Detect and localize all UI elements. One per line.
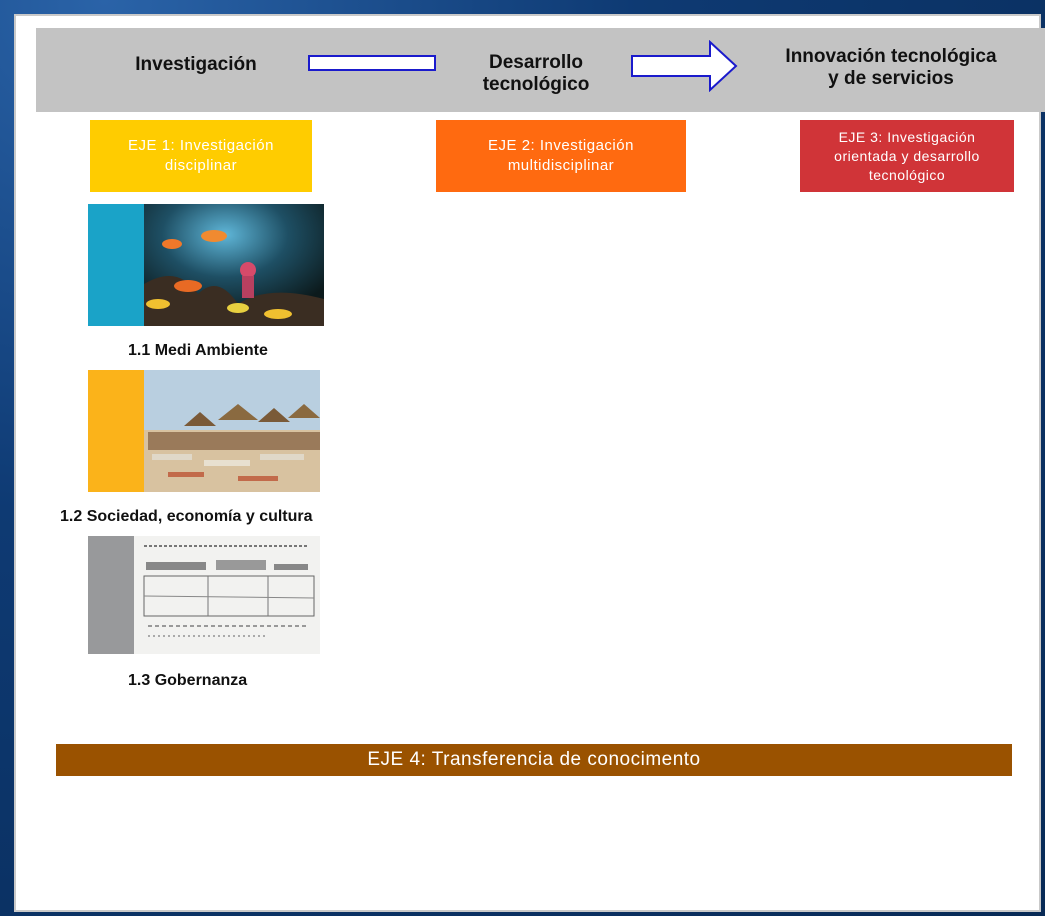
section-2-caption: 1.2 Sociedad, economía y cultura <box>60 508 313 525</box>
eje2-line1: EJE 2: Investigación <box>488 137 634 154</box>
eje1-box: EJE 1: Investigación disciplinar <box>90 120 312 192</box>
medi-ambiente-image <box>88 204 324 326</box>
eje3-line1: EJE 3: Investigación <box>838 128 976 145</box>
stage-desarrollo-line1: Desarrollo <box>489 52 583 73</box>
eje3-box: EJE 3: Investigación orientada y desarro… <box>800 120 1014 192</box>
eje2-box: EJE 2: Investigación multidisciplinar <box>436 120 686 192</box>
stage-innovacion-line2: y de servicios <box>828 68 954 89</box>
stage-investigacion-label: Investigación <box>135 54 257 75</box>
stage-investigacion: Investigación <box>96 54 296 76</box>
stage-innovacion-line1: Innovación tecnológica <box>785 46 997 67</box>
eje1-line2: disciplinar <box>164 157 238 174</box>
stages-bar <box>36 28 1045 112</box>
arrow-2-icon <box>631 40 738 92</box>
stage-innovacion: Innovación tecnológica y de servicios <box>746 46 1036 90</box>
eje1-line1: EJE 1: Investigación <box>128 137 274 154</box>
diagram-frame: Investigación Desarrollo tecnológico Inn… <box>14 14 1045 912</box>
eje4-label: EJE 4: Transferencia de conocimento <box>367 749 701 770</box>
eje4-bar: EJE 4: Transferencia de conocimento <box>56 744 1012 776</box>
arrow-1-icon <box>308 55 436 71</box>
stage-desarrollo-line2: tecnológico <box>482 74 590 95</box>
sociedad-image <box>88 370 320 492</box>
eje3-line3: tecnológico <box>868 166 946 183</box>
section-1-caption: 1.1 Medi Ambiente <box>128 342 268 359</box>
gobernanza-image <box>88 536 320 654</box>
stage-desarrollo: Desarrollo tecnológico <box>446 52 626 96</box>
section-3-caption: 1.3 Gobernanza <box>128 672 248 689</box>
eje3-line2: orientada y desarrollo <box>834 147 980 164</box>
eje2-line2: multidisciplinar <box>507 157 615 174</box>
